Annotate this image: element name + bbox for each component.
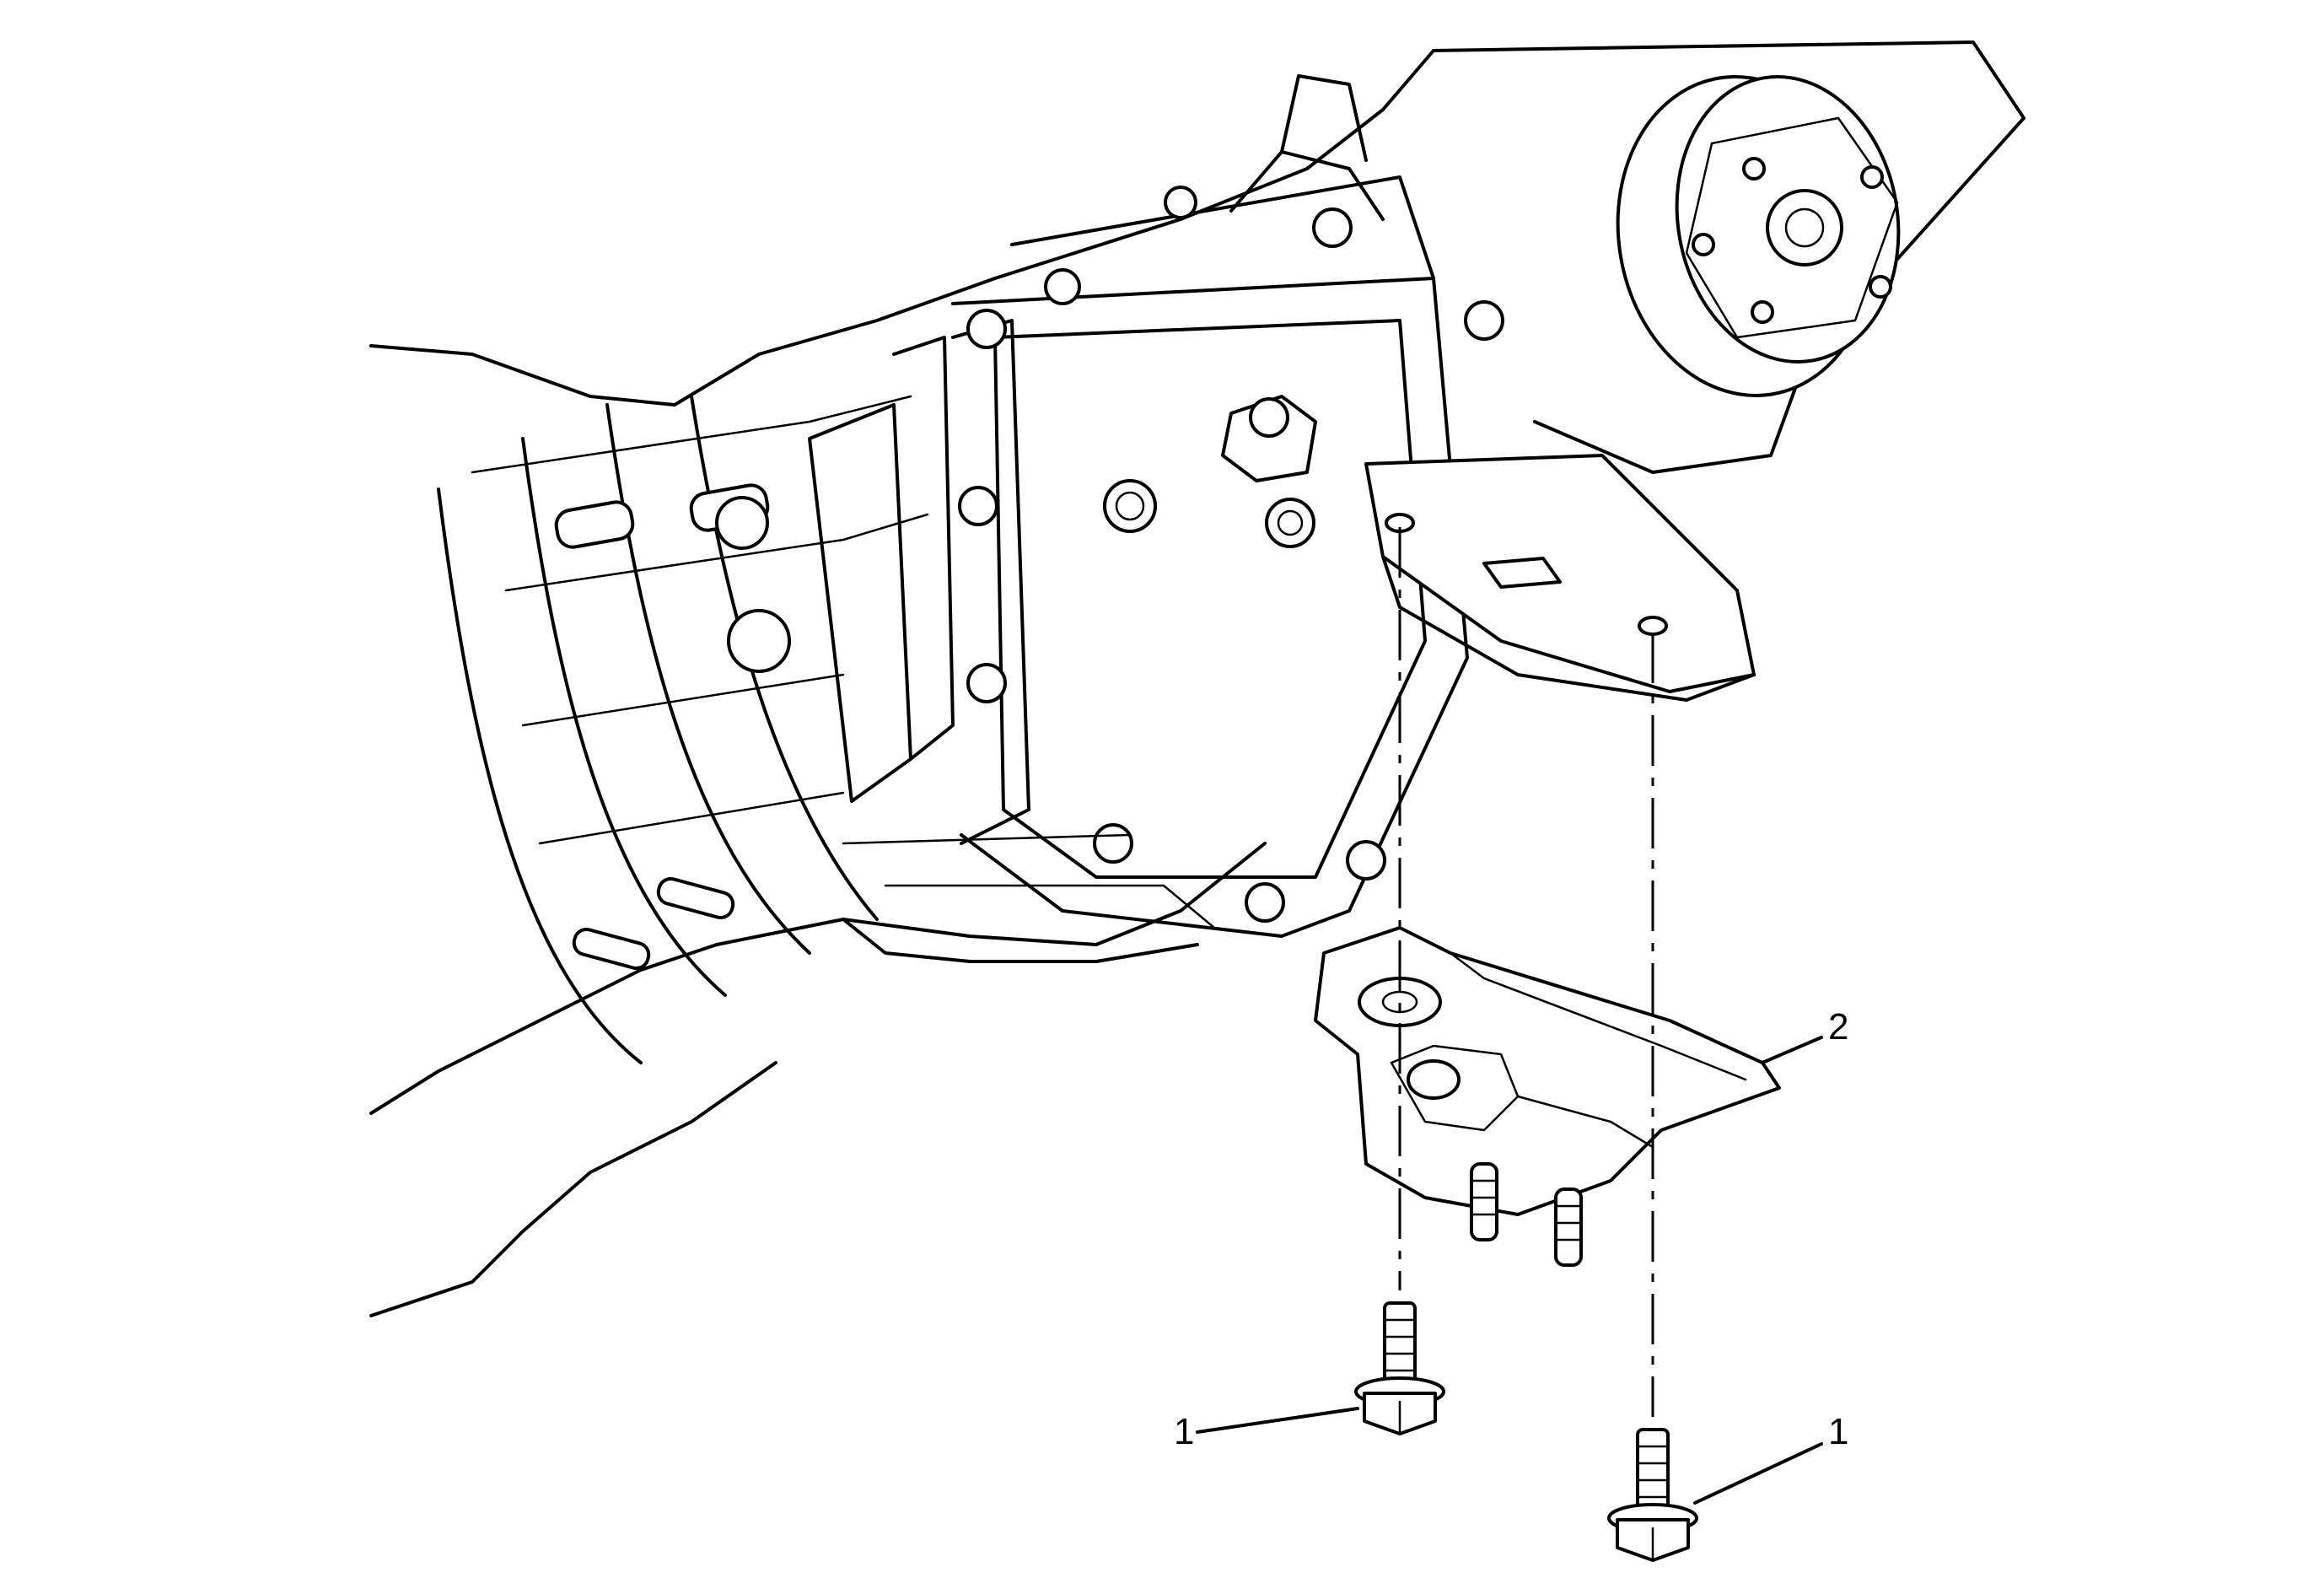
bell-housing-pins — [554, 483, 791, 970]
alignment-centerlines — [1398, 527, 1654, 1417]
housing-bolts — [958, 186, 1504, 923]
bracket-hole-right — [1638, 616, 1668, 636]
callout-label: 2 — [1828, 1006, 1848, 1048]
callout-label: 1 — [1174, 1411, 1194, 1452]
transmission-assembly — [369, 40, 2025, 1317]
output-flange — [1432, 40, 2025, 474]
transmission-mount — [1314, 926, 1781, 1267]
bolt-left — [1354, 1301, 1445, 1435]
callout-bolt-right: 1 — [1693, 1411, 1848, 1505]
callout-bolt-left: 1 — [1174, 1407, 1359, 1452]
bolt-right — [1607, 1428, 1698, 1562]
mount-studs — [1470, 1162, 1583, 1267]
speed-sensor — [1221, 395, 1317, 482]
transmission-mount-bracket — [1364, 454, 1756, 702]
callout-label: 1 — [1828, 1411, 1848, 1452]
callout-mount: 2 — [1761, 1006, 1848, 1064]
